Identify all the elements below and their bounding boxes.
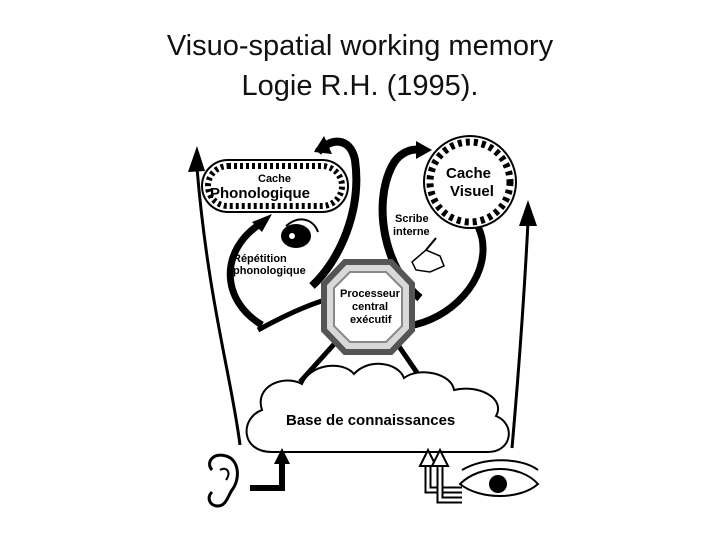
visual-cache-line1: Cache bbox=[446, 165, 491, 182]
mouth-icon bbox=[281, 218, 319, 248]
eye-input-arrowhead bbox=[418, 447, 438, 467]
phonological-store-line1: Cache bbox=[258, 173, 291, 185]
inner-scribe-line2: interne bbox=[393, 226, 430, 238]
phonological-loop-arrow bbox=[309, 137, 361, 289]
visual-cache-line2: Visuel bbox=[450, 183, 494, 200]
phonological-loop-arrowhead bbox=[314, 136, 332, 154]
title-line-1: Visuo-spatial working memory bbox=[166, 30, 554, 62]
visual-loop-arrowhead bbox=[416, 141, 432, 159]
ear-input-arrowhead bbox=[274, 448, 290, 464]
eye-input-arrowhead-2 bbox=[430, 447, 450, 467]
left-upward-arrow bbox=[195, 167, 242, 446]
visual-cache: Cache Visuel bbox=[423, 135, 517, 229]
executive-line2: central bbox=[352, 301, 388, 313]
right-upward-arrowhead bbox=[519, 200, 537, 226]
executive-line3: exécutif bbox=[350, 314, 392, 326]
eye-icon bbox=[458, 459, 540, 497]
rehearsal-line1: Répétition bbox=[233, 253, 287, 265]
right-upward-arrow bbox=[510, 221, 530, 449]
left-upward-arrowhead bbox=[188, 146, 205, 172]
ear-input-arrow bbox=[250, 462, 285, 491]
hand-icon bbox=[411, 237, 445, 273]
phonological-store-line2: Phonologique bbox=[210, 185, 310, 202]
executive-down-left-link bbox=[298, 340, 338, 384]
ear-icon bbox=[207, 453, 239, 508]
executive-input-arrow bbox=[256, 297, 326, 333]
central-executive: Processeur central exécutif bbox=[321, 259, 415, 355]
phonological-store: Cache Phonologique bbox=[201, 159, 349, 213]
rehearsal-arrow bbox=[226, 221, 264, 329]
slide-title: Visuo-spatial working memory Logie R.H. … bbox=[0, 26, 720, 106]
inner-scribe-line1: Scribe bbox=[395, 213, 429, 225]
title-line-2: Logie R.H. (1995). bbox=[241, 70, 479, 102]
eye-input-arrow-2 bbox=[436, 462, 462, 504]
rehearsal-arrowhead bbox=[252, 214, 272, 232]
knowledge-base-cloud: Base de connaissances bbox=[245, 362, 510, 453]
executive-line1: Processeur bbox=[340, 288, 401, 300]
rehearsal-line2: phonologique bbox=[233, 265, 306, 277]
knowledge-base-label: Base de connaissances bbox=[286, 412, 455, 429]
